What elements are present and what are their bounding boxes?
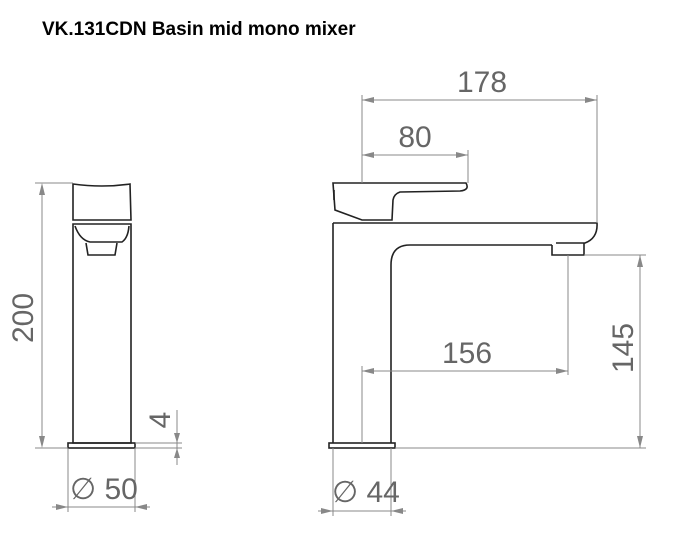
- dim-145: 145: [395, 254, 646, 449]
- drawing-title: VK.131CDN Basin mid mono mixer: [42, 19, 356, 40]
- dim-145-label: 145: [607, 323, 640, 373]
- side-view: [328, 182, 598, 449]
- dim-diameter-50-label: ∅ 50: [70, 473, 138, 506]
- dim-80-label: 80: [398, 121, 431, 154]
- dim-200-label: 200: [7, 293, 40, 343]
- dim-156-label: 156: [442, 337, 492, 370]
- dim-200: 200: [7, 182, 73, 449]
- dim-156: 156: [361, 255, 569, 443]
- dim-4: 4: [135, 410, 182, 465]
- dim-diameter-44: ∅ 44: [318, 448, 406, 516]
- dim-178: 178: [361, 66, 598, 223]
- dim-4-label: 4: [144, 412, 177, 429]
- dim-80: 80: [362, 121, 469, 183]
- dim-diameter-44-label: ∅ 44: [332, 476, 400, 509]
- dim-diameter-50: ∅ 50: [52, 448, 150, 512]
- dim-178-label: 178: [457, 66, 507, 99]
- front-view: [67, 183, 136, 449]
